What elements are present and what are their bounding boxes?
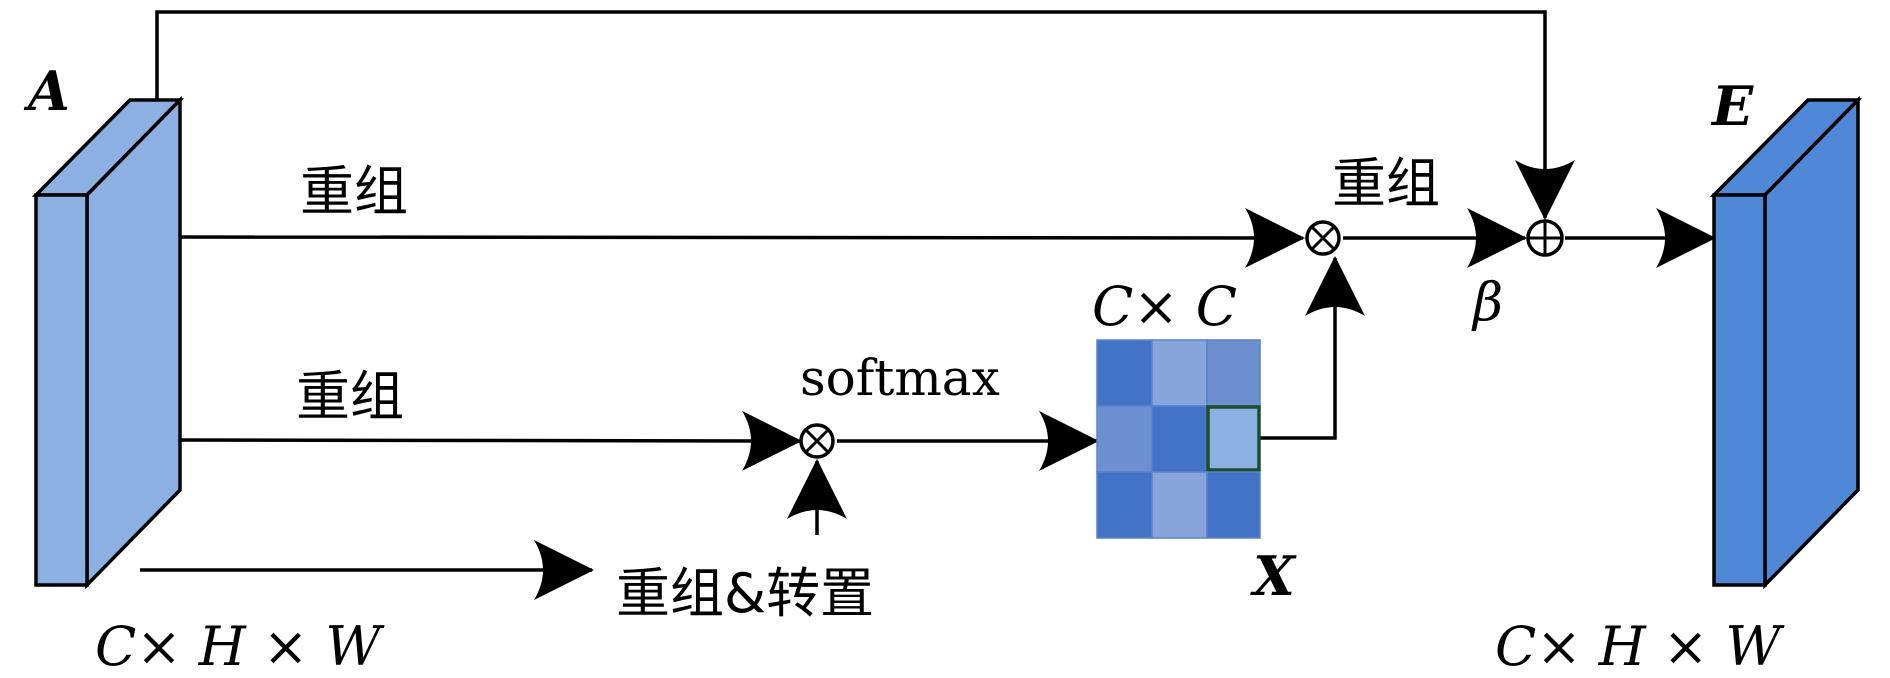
- skip-connection-line: [155, 10, 1575, 220]
- label-dims-right: C× H × W: [1495, 615, 1785, 678]
- matrix-x: [1096, 339, 1261, 539]
- label-a: A: [23, 59, 70, 123]
- feature-block-e: [1709, 95, 1863, 590]
- label-dims-left: C× H × W: [95, 615, 385, 678]
- matrix-to-multiply-line: [1260, 256, 1365, 440]
- reshape-top-line: [179, 207, 1305, 268]
- multiply-operator-left: [799, 423, 835, 459]
- reshape-mid-line: [179, 410, 802, 471]
- matrix-cell: [1151, 339, 1208, 407]
- label-x: X: [1250, 544, 1297, 608]
- label-reshape-mid: 重组: [296, 365, 404, 428]
- label-matrix-dims: C× C: [1092, 275, 1237, 338]
- matrix-cell: [1151, 405, 1208, 473]
- label-softmax: softmax: [800, 349, 1000, 407]
- label-e: E: [1710, 74, 1754, 138]
- matrix-cell-highlight: [1206, 405, 1261, 472]
- matrix-cell: [1096, 339, 1153, 407]
- multiply-operator-right: [1305, 220, 1341, 256]
- matrix-cell: [1151, 471, 1208, 539]
- feature-block-a: [31, 95, 185, 590]
- label-beta: β: [1471, 273, 1503, 333]
- matrix-cell: [1206, 471, 1261, 539]
- matrix-cell: [1096, 471, 1153, 539]
- add-operator: [1526, 219, 1564, 257]
- label-reshape-transpose: 重组&转置: [616, 562, 874, 625]
- matrix-cell: [1206, 339, 1261, 407]
- label-reshape-right: 重组: [1332, 152, 1440, 215]
- matrix-cell: [1096, 405, 1153, 473]
- label-reshape-top: 重组: [300, 160, 408, 223]
